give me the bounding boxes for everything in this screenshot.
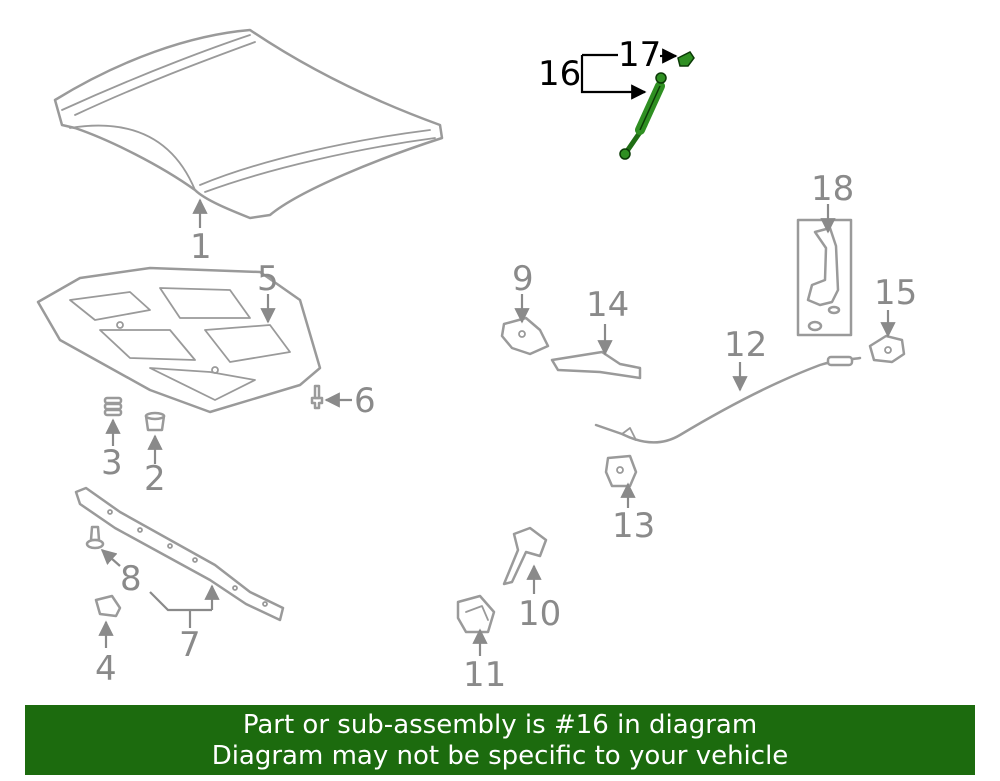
strut-clip-17 (677, 51, 695, 67)
label-17: 17 (618, 35, 661, 75)
hinge-bracket-18 (796, 218, 853, 337)
label-11: 11 (463, 655, 506, 695)
label-10: 10 (518, 594, 561, 634)
lock-support-14 (550, 350, 642, 380)
label-15: 15 (874, 273, 917, 313)
hood-hinge-10 (502, 526, 548, 586)
label-5: 5 (257, 259, 279, 299)
label-14: 14 (586, 285, 629, 325)
label-12: 12 (724, 325, 767, 365)
hood-lock-9 (500, 316, 550, 356)
release-handle-15 (868, 334, 906, 364)
clip-8 (85, 525, 105, 550)
label-8: 8 (120, 559, 142, 599)
label-2: 2 (144, 459, 166, 499)
bracket-4 (94, 594, 122, 618)
label-6: 6 (354, 381, 376, 421)
hood-support-strut-16 (619, 72, 667, 160)
label-7: 7 (179, 625, 201, 665)
label-4: 4 (95, 649, 117, 689)
label-9: 9 (512, 259, 534, 299)
label-16: 16 (538, 54, 581, 94)
info-banner: Part or sub-assembly is #16 in diagram D… (25, 705, 975, 775)
label-13: 13 (612, 506, 655, 546)
label-1: 1 (190, 227, 212, 267)
bumper-2 (144, 411, 166, 432)
cushion-3 (103, 396, 123, 417)
release-cable-12 (594, 355, 862, 444)
clip-6 (310, 384, 324, 410)
striker-11 (456, 594, 496, 634)
banner-line-1: Part or sub-assembly is #16 in diagram (242, 710, 758, 740)
hood-insulator (36, 266, 322, 414)
label-3: 3 (101, 443, 123, 483)
hood-panel (53, 28, 444, 220)
banner-line-2: Diagram may not be specific to your vehi… (211, 741, 789, 771)
label-18: 18 (811, 169, 854, 209)
hood-seal-7 (74, 486, 285, 622)
latch-13 (604, 454, 638, 488)
